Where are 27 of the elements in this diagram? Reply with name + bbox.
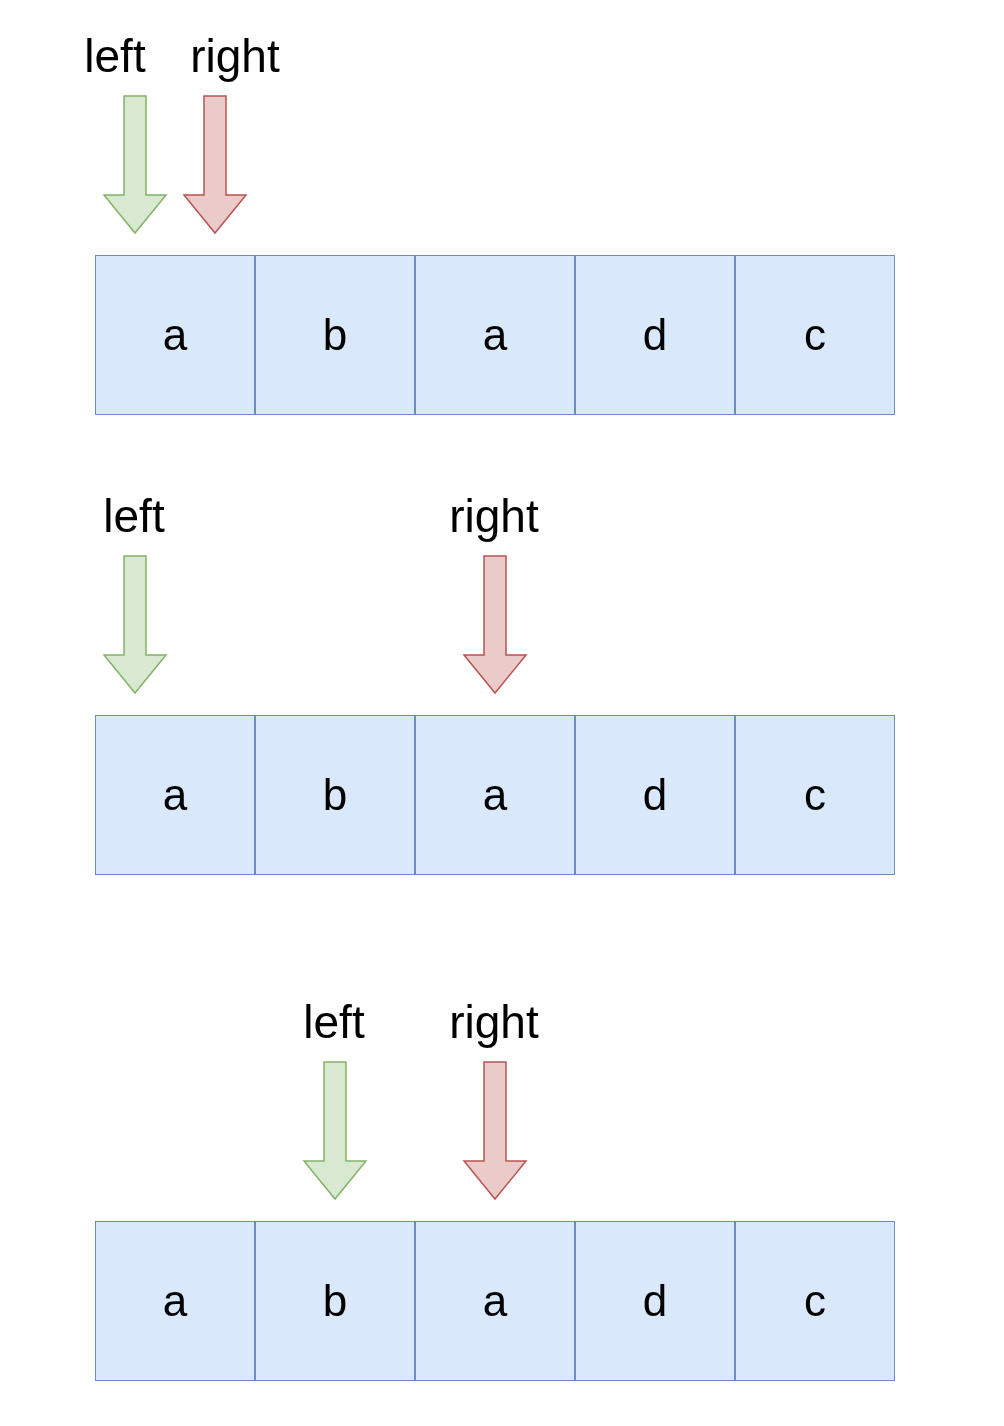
pointer-label: left [80,28,150,84]
array-cell: a [415,1221,575,1381]
pointer-label: right [442,488,546,544]
array-cell: a [95,715,255,875]
block-arrow [462,555,528,695]
block-arrow [102,95,168,235]
array-cell: d [575,1221,735,1381]
block-arrow [462,1061,528,1201]
pointer-label: right [183,28,287,84]
pointer-label: right [442,994,546,1050]
array-cell: a [95,255,255,415]
array-cell: b [255,1221,415,1381]
block-arrow [182,95,248,235]
array-cell: b [255,255,415,415]
array-cell: a [415,255,575,415]
block-arrow [102,555,168,695]
array-cell: b [255,715,415,875]
array-cell: c [735,715,895,875]
array-cell: a [95,1221,255,1381]
array-cell: d [575,255,735,415]
array-cell: c [735,255,895,415]
pointer-label: left [299,994,369,1050]
pointer-label: left [99,488,169,544]
array-cell: d [575,715,735,875]
array-cell: a [415,715,575,875]
block-arrow [302,1061,368,1201]
array-cell: c [735,1221,895,1381]
